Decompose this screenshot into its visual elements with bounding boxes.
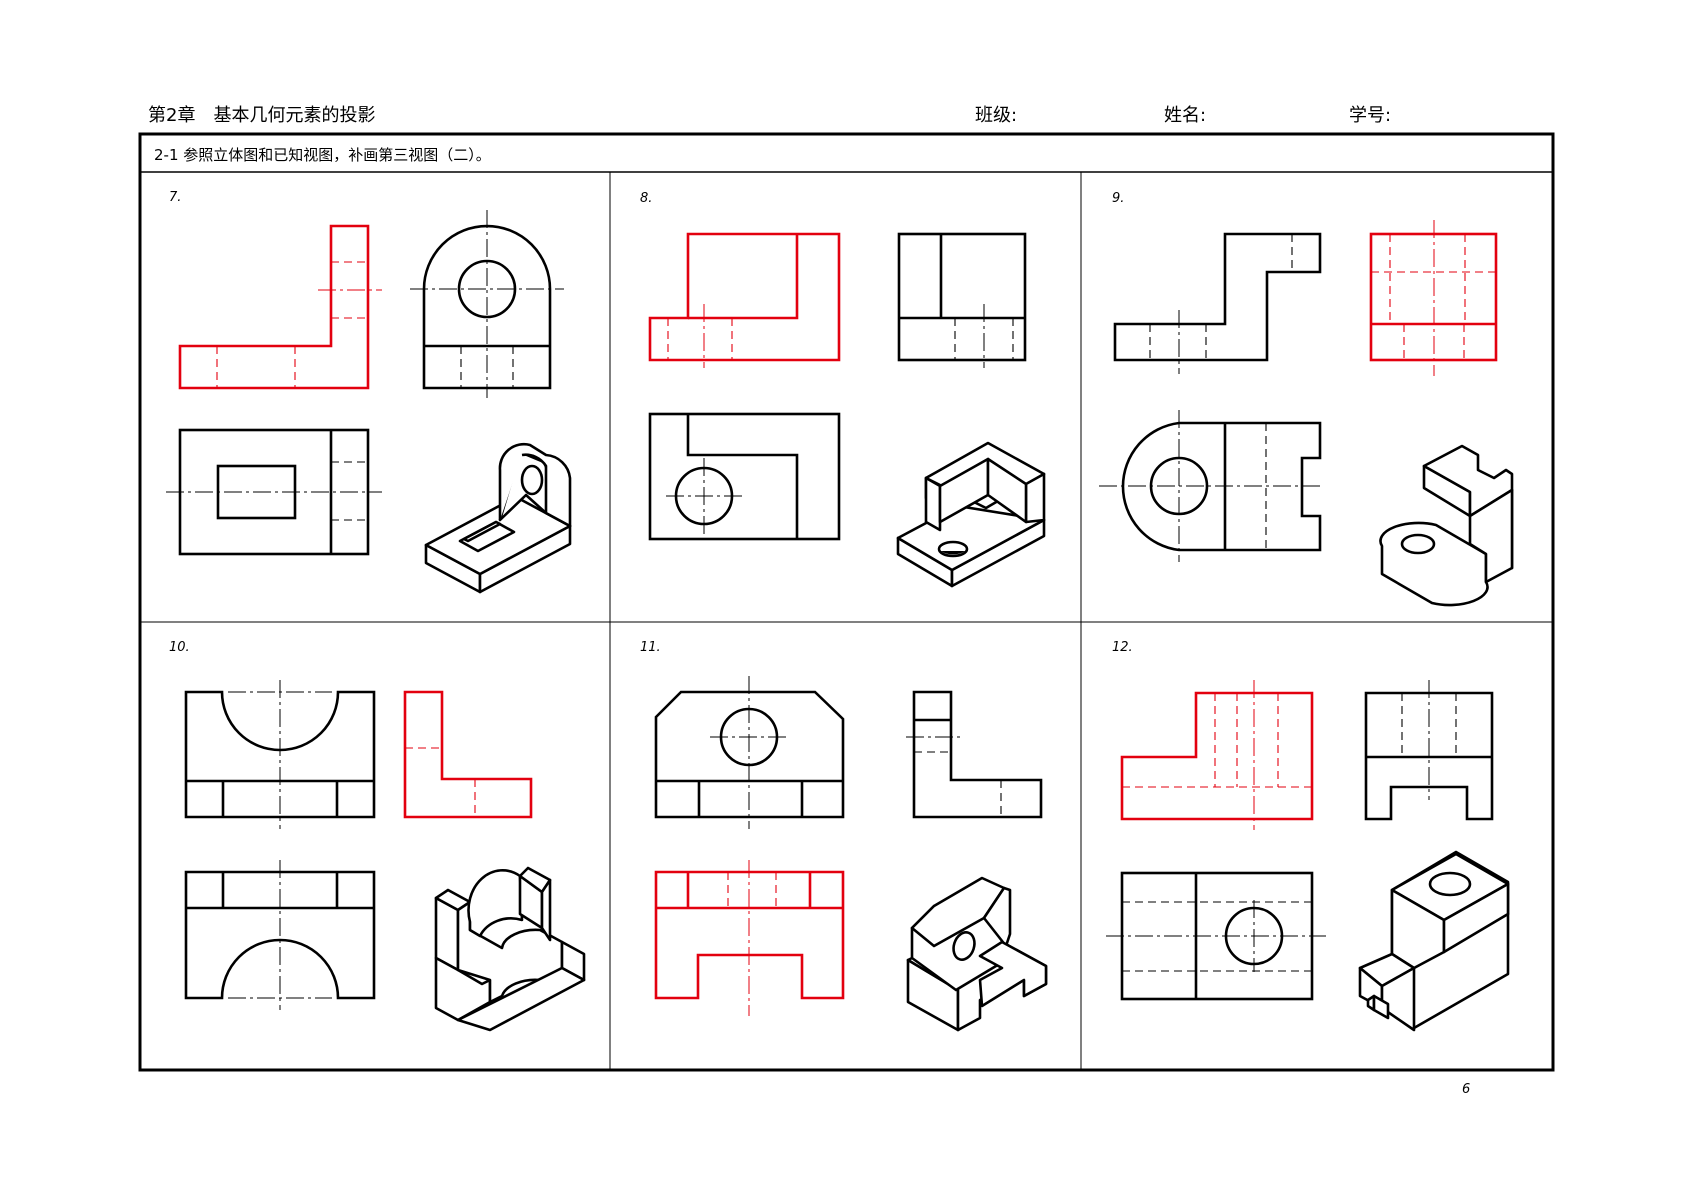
p8-isometric	[896, 441, 1046, 588]
student-id-field-label: 学号:	[1349, 105, 1392, 126]
page-frame	[138, 132, 1555, 1072]
problem-9	[1099, 220, 1514, 607]
p10-top-view	[184, 860, 376, 1010]
p7-top-view	[166, 428, 382, 556]
name-field-label: 姓名:	[1164, 105, 1207, 126]
p11-top-view-answer	[654, 860, 845, 1016]
problem-9-number: 9.	[1112, 191, 1124, 206]
chapter-title: 第2章 基本几何元素的投影	[148, 105, 376, 126]
p11-front-view	[654, 676, 845, 829]
problem-10-number: 10.	[169, 640, 190, 655]
p9-isometric	[1379, 444, 1514, 607]
p9-front-view	[1113, 232, 1322, 374]
page-number: 6	[1462, 1082, 1471, 1097]
problem-12	[1106, 680, 1510, 1032]
p8-top-view	[648, 412, 841, 541]
p11-side-view	[906, 690, 1043, 819]
p12-isometric	[1358, 850, 1510, 1032]
p12-top-view	[1106, 871, 1326, 1001]
p12-front-view-answer	[1120, 680, 1314, 830]
p11-isometric	[906, 876, 1048, 1032]
problem-7-number: 7.	[169, 190, 181, 205]
p10-side-view-answer	[403, 690, 533, 819]
p7-isometric	[424, 442, 572, 594]
problem-11	[654, 676, 1048, 1032]
p8-side-view	[897, 232, 1027, 368]
class-field-label: 班级:	[975, 105, 1018, 126]
problem-12-number: 12.	[1112, 640, 1133, 655]
p9-top-view	[1099, 410, 1324, 562]
problem-11-number: 11.	[640, 640, 661, 655]
problem-8	[648, 232, 1046, 588]
p8-front-view-answer	[648, 232, 841, 368]
p10-isometric	[434, 866, 586, 1032]
p7-front-view-answer	[178, 224, 382, 390]
task-instruction: 2-1 参照立体图和已知视图，补画第三视图（二）。	[154, 146, 491, 164]
p10-front-view	[184, 680, 376, 829]
problem-7	[166, 210, 572, 594]
problem-8-number: 8.	[640, 191, 652, 206]
problem-10	[184, 680, 586, 1032]
p7-side-view	[410, 210, 564, 398]
p12-side-view	[1364, 680, 1494, 821]
p9-side-view-answer	[1369, 220, 1498, 376]
